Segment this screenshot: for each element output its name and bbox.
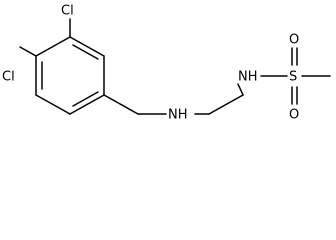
bond-ch2-nh2	[237, 83, 244, 96]
benzene-ring	[35, 36, 105, 115]
ring-bond-6	[35, 36, 71, 57]
atom-label-nh-right: NH	[238, 70, 258, 85]
ring-double-bond-2	[72, 91, 99, 107]
bond-ring-ch2	[103, 94, 139, 115]
molecule-structure-diagram: Cl Cl NH NH S O O	[2, 4, 331, 123]
ring-bond-4	[35, 94, 71, 115]
ring-bond-1	[69, 36, 105, 57]
atom-label-cl-top: Cl	[61, 4, 74, 19]
bond-ch2-ch2	[208, 94, 244, 115]
ring-double-bond-1	[72, 44, 99, 60]
ring-bond-3	[69, 94, 105, 115]
atom-label-oxygen-top: O	[289, 33, 299, 48]
atom-label-cl-left: Cl	[2, 70, 15, 85]
bond-ring-cl-left	[19, 46, 37, 57]
atom-label-oxygen-bottom: O	[289, 108, 299, 123]
atom-label-nh-mid: NH	[168, 108, 188, 123]
atom-label-sulfur: S	[289, 70, 297, 85]
